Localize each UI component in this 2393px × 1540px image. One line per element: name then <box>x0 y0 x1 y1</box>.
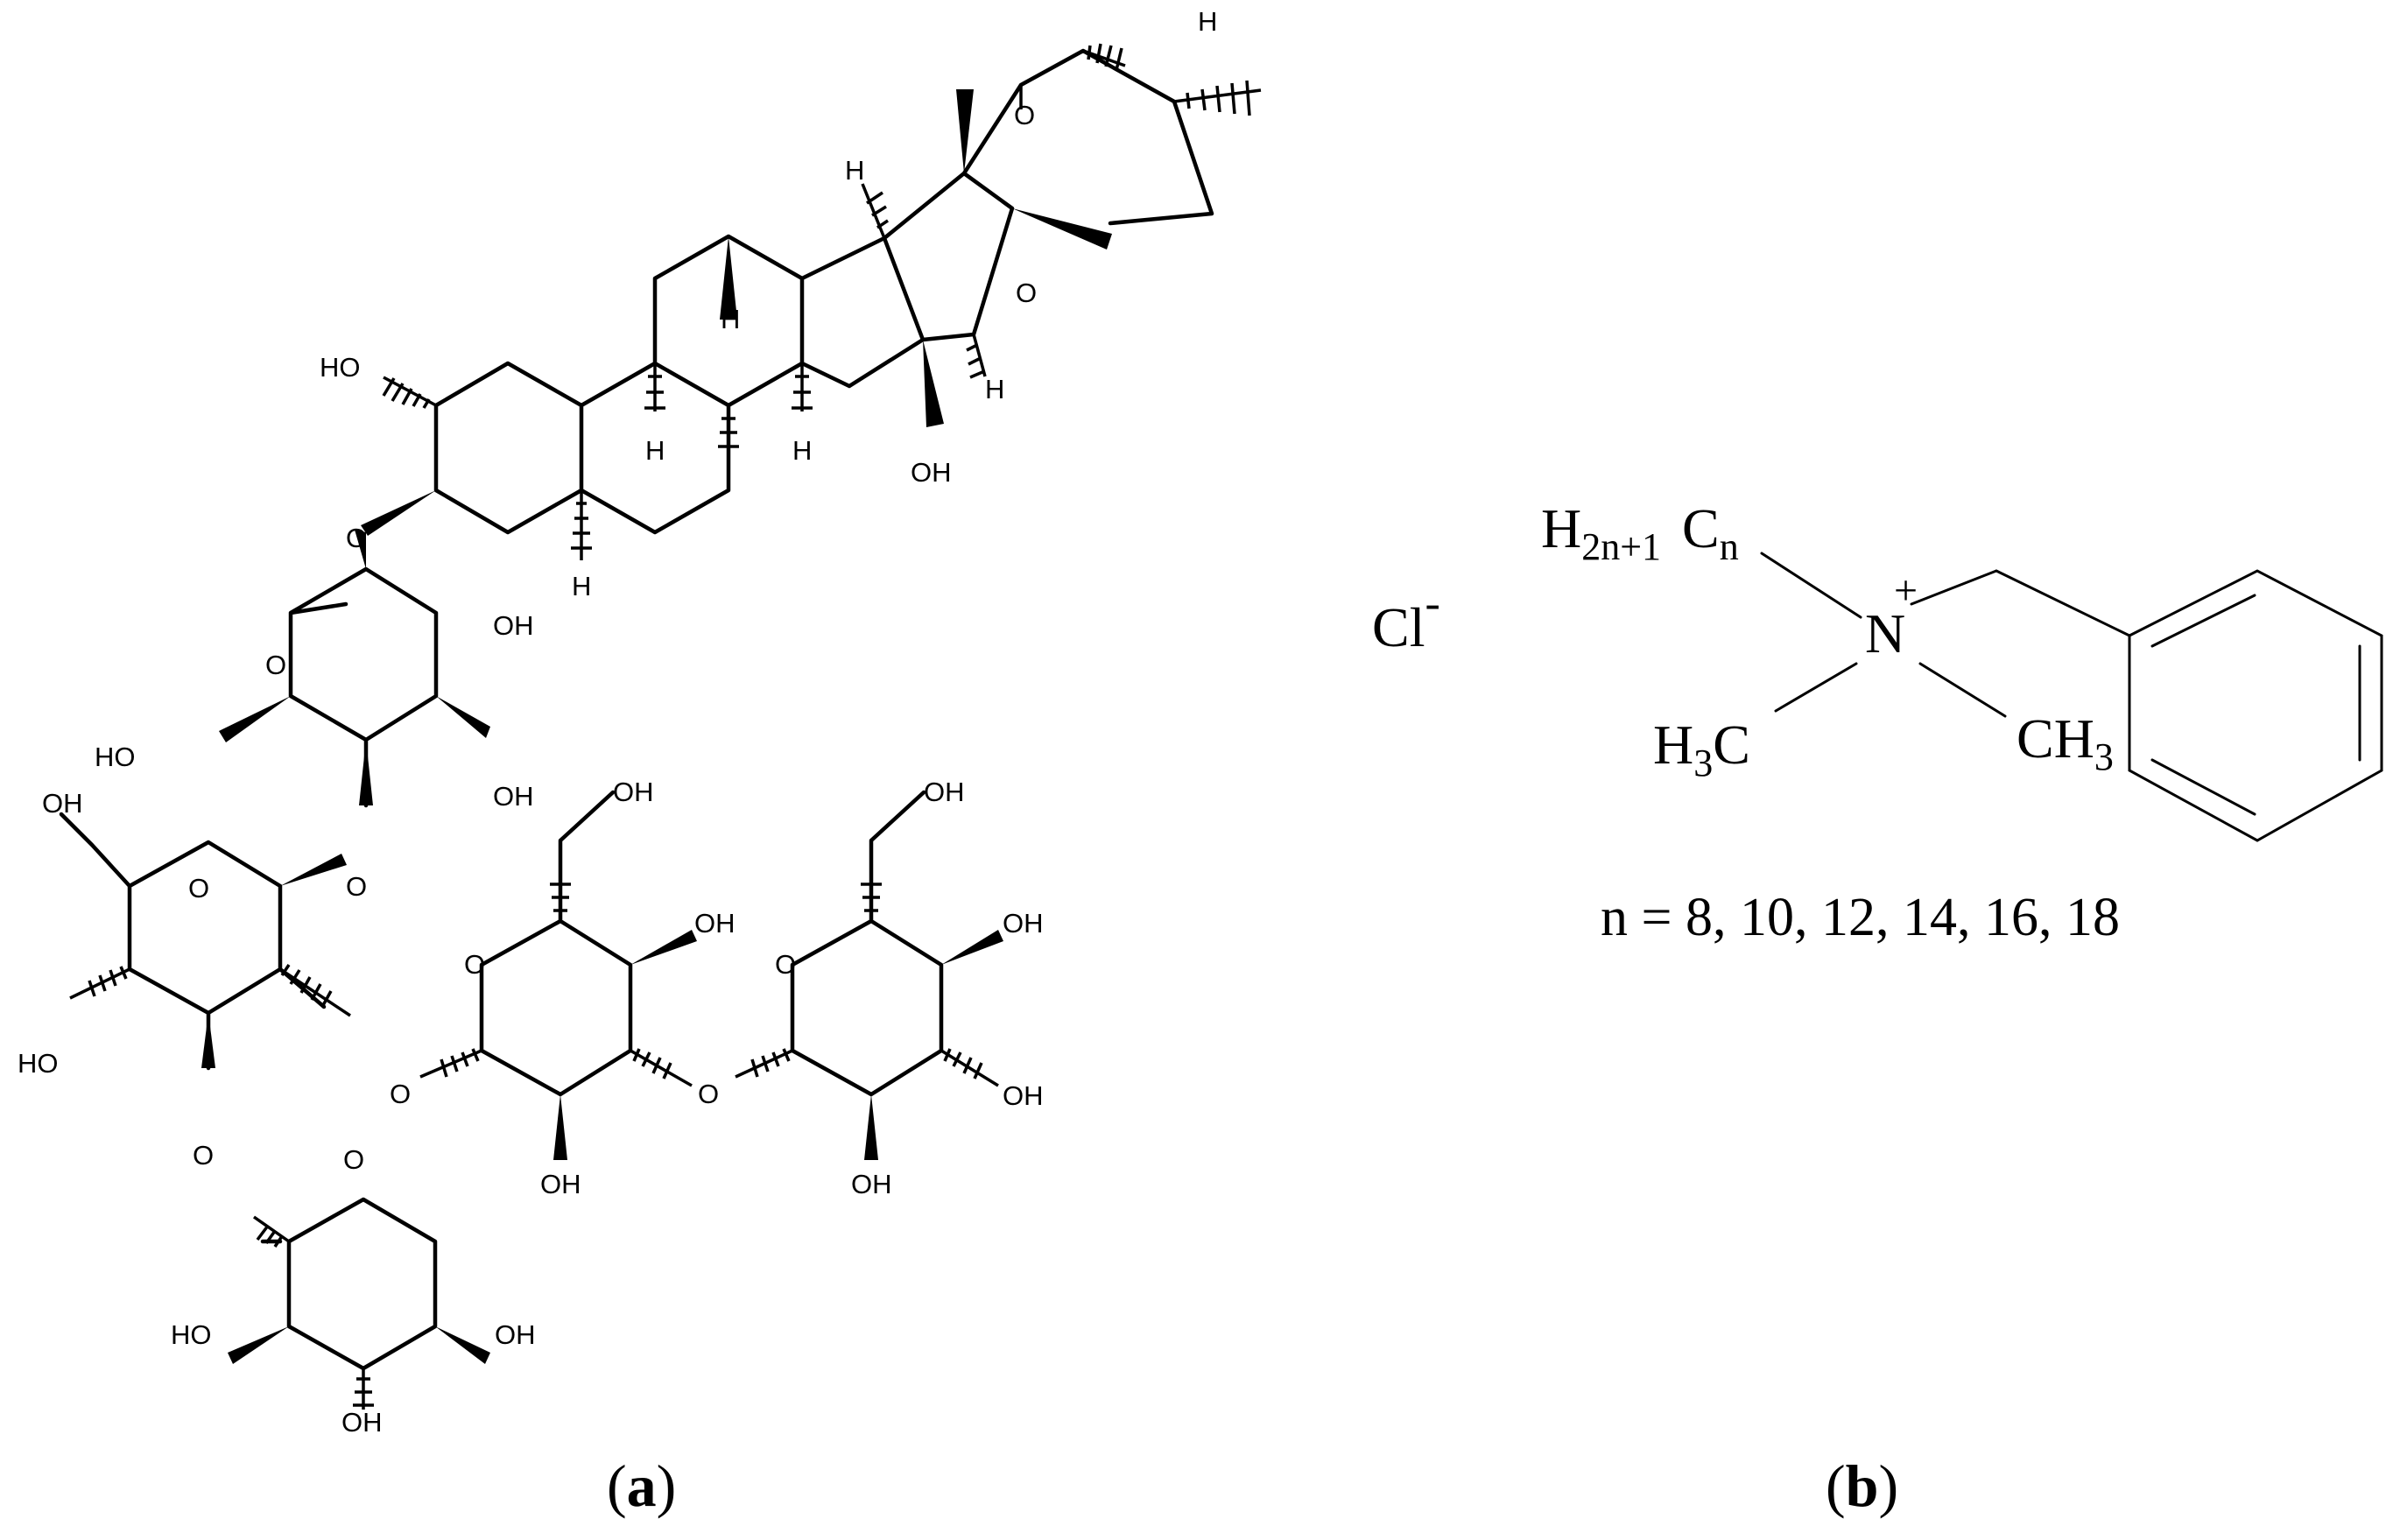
label-o-glc2: O <box>188 873 209 904</box>
alkyl-h-subscript: 2n+1 <box>1581 525 1661 568</box>
caption-b: (b) <box>1826 1452 1898 1519</box>
alkyl-c-subscript: n <box>1720 525 1739 568</box>
alkyl-c: C <box>1682 497 1720 559</box>
counter-ion-charge: - <box>1425 579 1439 629</box>
atom-labels: HO O H H H H OH O H H O H O OH OH HO O O… <box>18 6 1217 1438</box>
caption-b-letter: b <box>1846 1452 1879 1519</box>
wedge-bonds <box>201 89 1112 1364</box>
label-oh-15: OH <box>911 457 952 488</box>
label-o-link-4: O <box>346 871 367 902</box>
counter-ion-symbol: Cl <box>1372 596 1425 658</box>
label-oh-glc4-2: OH <box>851 1169 892 1199</box>
label-h-25: H <box>1198 6 1217 37</box>
caption-a: (a) <box>607 1452 676 1519</box>
caption-a-letter: a <box>627 1452 657 1519</box>
label-h-9: H <box>645 435 665 466</box>
label-oh-glc1-2: OH <box>493 610 534 641</box>
nitrogen-atom: N <box>1865 602 1905 665</box>
label-oh-glc4-4: OH <box>1003 908 1044 939</box>
ring-bonds-a <box>433 48 1214 535</box>
methyl-left: H3C <box>1653 714 1750 784</box>
label-h-14: H <box>792 435 812 466</box>
methyl-left-h: H <box>1653 714 1693 776</box>
counter-ion: Cl- <box>1372 579 1440 658</box>
label-o-link-2: O <box>390 1079 411 1109</box>
label-ho-glc2-4: HO <box>18 1048 59 1079</box>
panel-b-bonds <box>1760 552 2131 718</box>
label-oh-glc4-3: OH <box>1003 1080 1044 1111</box>
methyl-left-subscript: 3 <box>1693 742 1713 784</box>
benzene-ring <box>2128 569 2383 842</box>
label-o-xyl: O <box>343 1144 364 1175</box>
label-oh-glc1-3: OH <box>493 781 534 812</box>
hash-bonds <box>69 43 1262 1410</box>
nitrogen-symbol: N <box>1865 602 1905 665</box>
methyl-right: CH3 <box>2016 707 2114 778</box>
methyl-right-subscript: 3 <box>2094 735 2114 778</box>
label-oh-glc2-6: OH <box>42 788 83 819</box>
label-oh-xyl-3: OH <box>341 1407 383 1438</box>
label-o-3: O <box>346 523 367 553</box>
nitrogen-charge: + <box>1894 567 1918 614</box>
methyl-left-c: C <box>1713 714 1750 776</box>
label-ho-2: HO <box>320 352 361 383</box>
label-h-8: H <box>721 304 740 334</box>
label-oh-glc3-4: OH <box>694 908 735 939</box>
panel-a-saponin-structure: HO O H H H H OH O H H O H O OH OH HO O O… <box>18 6 1262 1519</box>
chain-length-values: n = 8, 10, 12, 14, 16, 18 <box>1601 888 2120 947</box>
methyl-right-ch: CH <box>2016 707 2094 770</box>
alkyl-chain-label: H2n+1 Cn <box>1541 497 1739 568</box>
label-h-5: H <box>572 571 591 601</box>
label-oh-glc3-2: OH <box>540 1169 581 1199</box>
label-o-link-glc3-3: O <box>698 1079 719 1109</box>
label-h-17: H <box>845 155 864 186</box>
label-ho-glc1-6: HO <box>95 742 136 772</box>
ring-bonds-sugars <box>59 566 944 1371</box>
label-oh-glc3-6: OH <box>613 777 654 807</box>
label-oh-glc4-6: OH <box>924 777 965 807</box>
label-o-link-3: O <box>193 1140 214 1171</box>
label-oh-xyl-4: OH <box>495 1319 536 1350</box>
label-o-glc1: O <box>265 650 286 680</box>
label-o-glc4: O <box>775 949 796 980</box>
label-o-16: O <box>1016 278 1037 308</box>
label-ho-xyl-2: HO <box>171 1319 212 1350</box>
label-o-ring-e: O <box>1014 100 1035 130</box>
label-h-16: H <box>985 374 1004 404</box>
alkyl-h: H <box>1541 497 1581 559</box>
label-o-glc3: O <box>464 949 485 980</box>
